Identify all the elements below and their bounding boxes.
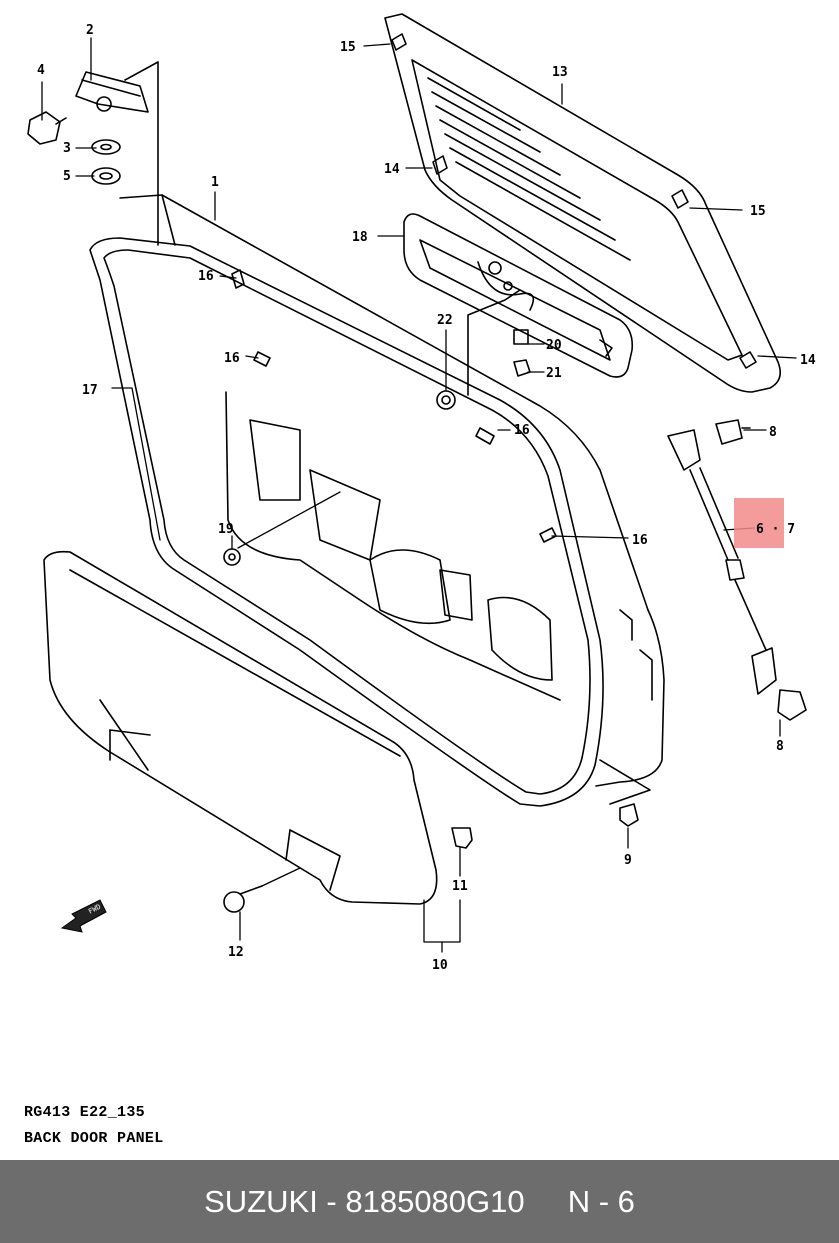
weather-strip xyxy=(89,237,604,807)
callout-20: 20 xyxy=(546,338,562,353)
gas-damper xyxy=(667,419,807,721)
parts-diagram: FWD 2 4 3 5 1 15 13 14 15 14 18 16 16 17… xyxy=(27,13,816,973)
callout-5: 5 xyxy=(63,169,71,184)
callout-10: 10 xyxy=(432,958,448,973)
callout-14a: 14 xyxy=(384,162,400,177)
diagram-title: BACK DOOR PANEL xyxy=(24,1130,164,1147)
callout-8a: 8 xyxy=(769,425,777,440)
callout-2: 2 xyxy=(86,23,94,38)
callout-3: 3 xyxy=(63,141,71,156)
callout-15b: 15 xyxy=(750,204,766,219)
high-mount-stop-lamp xyxy=(403,213,634,396)
callout-21: 21 xyxy=(546,366,562,381)
diagram-code: RG413 E22_135 xyxy=(24,1104,145,1121)
callout-18: 18 xyxy=(352,230,368,245)
part-number-text: SUZUKI - 8185080G10 N - 6 xyxy=(204,1183,635,1219)
window-clip-marks xyxy=(391,33,757,369)
callout-8b: 8 xyxy=(776,739,784,754)
back-door-panel xyxy=(119,194,665,805)
callout-16a: 16 xyxy=(198,269,214,284)
callout-17: 17 xyxy=(82,383,98,398)
leader-lines xyxy=(41,37,797,953)
clip-parts xyxy=(436,329,531,410)
callout-13: 13 xyxy=(552,65,568,80)
callout-1: 1 xyxy=(211,175,219,190)
hinge-assembly xyxy=(27,61,159,246)
callout-16d: 16 xyxy=(632,533,648,548)
callout-22: 22 xyxy=(437,313,453,328)
callout-11: 11 xyxy=(452,879,468,894)
callout-16c: 16 xyxy=(514,423,530,438)
highlight-box xyxy=(734,498,784,548)
clips-and-screw xyxy=(223,548,639,913)
trim-board xyxy=(43,550,438,905)
callout-14b: 14 xyxy=(800,353,816,368)
rear-window-glass xyxy=(384,13,781,393)
callout-6-7: 6 · 7 xyxy=(756,522,795,537)
footer-bar: SUZUKI - 8185080G10 N - 6 xyxy=(0,1160,839,1243)
callout-9: 9 xyxy=(624,853,632,868)
fwd-arrow-icon: FWD xyxy=(60,899,107,933)
callout-labels: 2 4 3 5 1 15 13 14 15 14 18 16 16 17 22 … xyxy=(37,23,816,973)
callout-19: 19 xyxy=(218,522,234,537)
callout-16b: 16 xyxy=(224,351,240,366)
callout-15a: 15 xyxy=(340,40,356,55)
callout-4: 4 xyxy=(37,63,45,78)
callout-12: 12 xyxy=(228,945,244,960)
seal-marks xyxy=(231,269,557,543)
